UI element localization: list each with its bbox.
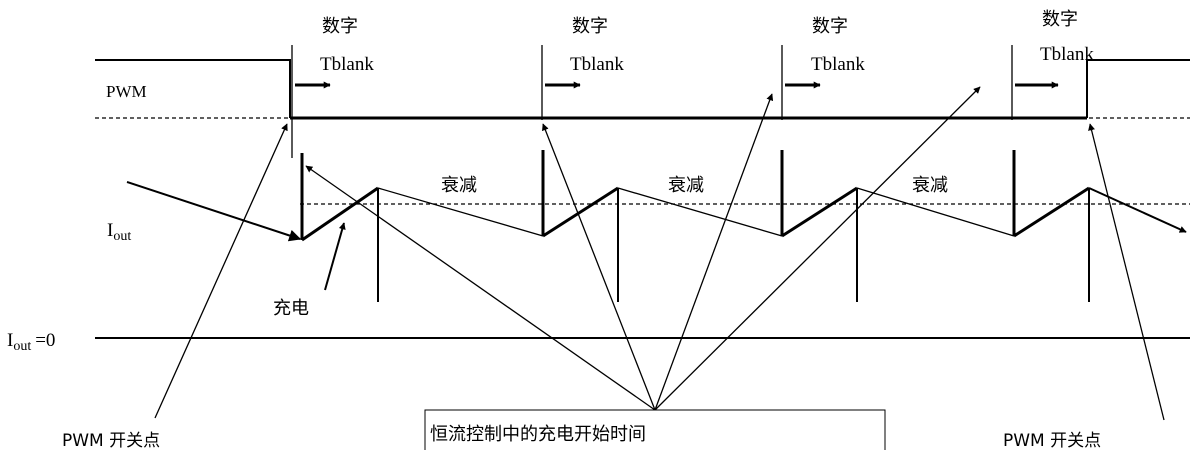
callout-arrow-2 <box>542 123 656 411</box>
iout-zero-label: Iout =0 <box>7 330 55 354</box>
charge-label: 充电 <box>273 298 309 319</box>
callout-text: 恒流控制中的充电开始时间 <box>430 424 646 445</box>
current-decay-4 <box>1088 187 1187 233</box>
decay-label-2: 衰减 <box>668 175 704 196</box>
tblank-label-2: Tblank <box>570 54 624 75</box>
current-charge-4 <box>1013 186 1090 238</box>
digital-label-1: 数字 <box>322 16 358 37</box>
digital-label-4: 数字 <box>1042 9 1078 30</box>
pwm-waveform-high-start <box>95 59 291 118</box>
callout-arrow-4 <box>654 86 981 411</box>
decay-label-1: 衰减 <box>441 175 477 196</box>
iout-zero-suffix: =0 <box>35 330 55 351</box>
callout-arrow-1 <box>305 165 656 411</box>
pwm-waveform-high-end <box>1086 59 1190 118</box>
iout-label: Iout <box>107 220 131 244</box>
current-charge-2 <box>542 186 619 238</box>
callout-arrow-3 <box>654 93 774 411</box>
pwm-switch-point-label-left: PWM 开关点 <box>62 431 160 450</box>
current-charge-1 <box>301 186 379 242</box>
right-switch-point-arrow <box>1088 123 1165 421</box>
iout-label-sub: out <box>113 229 131 244</box>
callout-box <box>424 409 886 450</box>
iout-label-base: I <box>107 220 113 241</box>
current-decay-1 <box>377 187 544 237</box>
left-switch-point-arrow <box>154 123 288 419</box>
iout-zero-base: I <box>7 330 13 351</box>
tblank-label-1: Tblank <box>320 54 374 75</box>
pwm-label: PWM <box>106 82 147 101</box>
digital-label-3: 数字 <box>812 16 848 37</box>
charge-pointer-arrow <box>324 222 346 291</box>
digital-label-2: 数字 <box>572 16 608 37</box>
iout-zero-sub: out <box>13 339 31 354</box>
tblank-label-4: Tblank <box>1040 44 1094 65</box>
current-charge-3 <box>781 186 858 238</box>
pwm-switch-point-label-right: PWM 开关点 <box>1003 431 1101 450</box>
current-decay-3 <box>856 187 1015 237</box>
tblank-label-3: Tblank <box>811 54 865 75</box>
decay-label-3: 衰减 <box>912 175 948 196</box>
current-decay-2 <box>617 187 783 237</box>
iout-incoming-arrow <box>126 181 302 242</box>
